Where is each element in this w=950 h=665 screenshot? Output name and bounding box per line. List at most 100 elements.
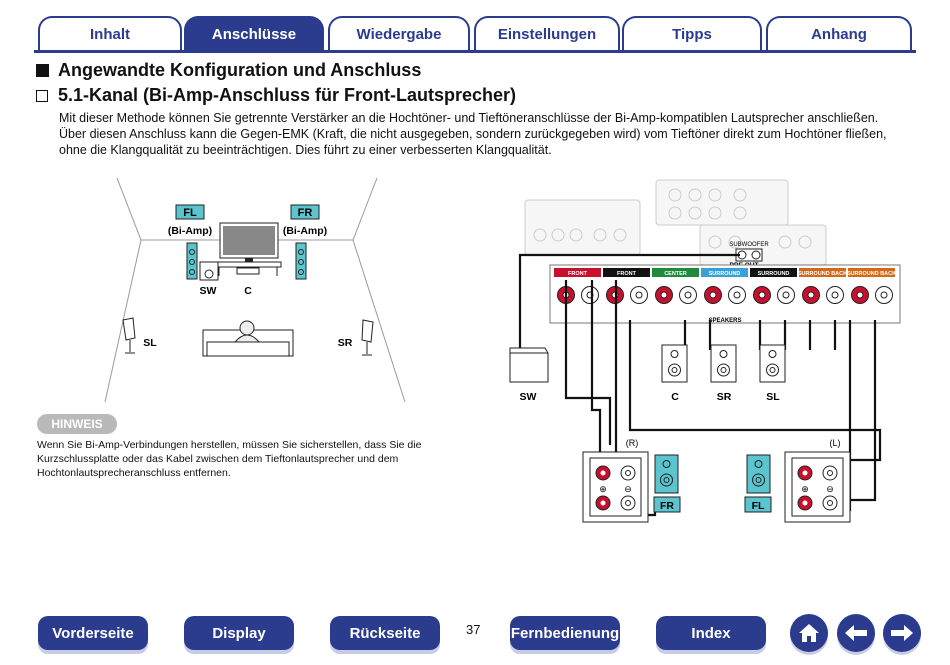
tab-bar: Inhalt Anschlüsse Wiedergabe Einstellung… [0,0,950,55]
button-label: Index [691,624,731,642]
tab-anschluesse[interactable]: Anschlüsse [184,16,324,50]
fr-speaker-icon [654,454,679,494]
c-label: C [671,391,679,403]
terminal-header-cell [701,268,748,277]
room-layout-diagram: FL FR (Bi-Amp) (Bi-Amp) SW C SL [104,177,406,403]
sr-label: SR [717,391,732,403]
terminal-header-cell [554,268,601,277]
fr-label: FR [298,207,313,219]
tab-underline [34,50,916,53]
button-label: Display [212,624,266,642]
fr-speaker-terminal-block [582,451,649,523]
note-badge-text: HINWEIS [51,417,103,431]
fl-speaker-icon [186,242,198,280]
terminal-screw [635,291,643,299]
tab-wiedergabe[interactable]: Wiedergabe [328,16,470,50]
terminal-header-label: SURROUND [709,271,741,277]
forward-button[interactable] [883,614,921,652]
tab-einstellungen[interactable]: Einstellungen [474,16,620,50]
paragraph-line: Über diesen Anschluss kann die Gegen-EMK… [59,127,887,141]
terminal-screw [856,291,864,299]
tv-icon [214,222,282,276]
button-label: Fernbedienung [510,624,620,642]
tab-inhalt[interactable]: Inhalt [38,16,182,50]
terminal-header-cell [652,268,699,277]
terminal-header-label: FRONT [568,271,588,277]
terminal-posts [557,286,893,304]
sofa-listener-icon [202,320,294,357]
center-speaker-icon [661,344,688,383]
terminal-screw [807,291,815,299]
minus-label: ⊖ [826,484,834,494]
tab-tipps[interactable]: Tipps [622,16,762,50]
home-button[interactable] [790,614,828,652]
speakers-label: SPEAKERS [708,318,741,324]
fr-label: FR [660,500,674,512]
fl-label: FL [752,500,765,512]
fl-label-box [175,204,205,220]
right-channel-label: (R) [626,438,639,448]
display-button[interactable]: Display [184,616,294,650]
sw-label: SW [200,285,217,297]
rueckseite-button[interactable]: Rückseite [330,616,440,650]
note-badge: HINWEIS [37,414,117,434]
c-label: C [244,285,252,297]
terminal-screw [831,291,839,299]
sw-label: SW [520,391,537,403]
tab-label: Wiedergabe [356,25,442,43]
subwoofer-icon [199,261,219,281]
terminal-screw [733,291,741,299]
vorderseite-button[interactable]: Vorderseite [38,616,148,650]
terminal-screw [660,291,668,299]
note-line: Hochtonlautsprecheranschluss entfernen. [37,467,231,479]
paragraph-line: Mit dieser Methode können Sie getrennte … [59,111,879,125]
terminal-header: FRONT FRONT CENTER SURROUND SURROUND SURROUND… [554,268,896,277]
subheading-text: 5.1-Kanal (Bi-Amp-Anschluss für Front-La… [58,85,517,105]
index-button[interactable]: Index [656,616,766,650]
minus-label: ⊖ [624,484,632,494]
tab-anhang[interactable]: Anhang [766,16,912,50]
arrow-left-icon [845,625,867,641]
subwoofer-cable [518,253,740,348]
terminal-header-label: SURROUND BACK [798,271,847,277]
tab-label: Anhang [811,25,867,43]
terminal-screw [709,291,717,299]
subwoofer-icon [509,347,549,383]
section-heading: Angewandte Konfiguration und Anschluss [36,60,421,81]
terminal-header-label: FRONT [617,271,637,277]
arrow-right-icon [891,625,913,641]
left-channel-label: (L) [830,438,841,448]
note-line: Wenn Sie Bi-Amp-Verbindungen herstellen,… [37,439,422,451]
fl-label-box [744,496,772,513]
terminal-screw [880,291,888,299]
receiver-rear-panel [524,179,827,266]
sr-speaker-icon [361,319,374,356]
square-bullet-icon [36,64,49,77]
button-label: Rückseite [349,624,421,642]
note-line: Kurzschlussplatte oder das Kabel zwische… [37,453,399,465]
plus-label: ⊕ [599,484,607,494]
back-button[interactable] [837,614,875,652]
terminal-header-cell [603,268,650,277]
sl-label: SL [766,391,780,403]
heading-text: Angewandte Konfiguration und Anschluss [58,60,422,80]
fl-speaker-terminal-block [784,451,851,523]
note-text: Wenn Sie Bi-Amp-Verbindungen herstellen,… [37,438,467,480]
terminal-header-label: CENTER [664,271,687,277]
terminal-screw [758,291,766,299]
terminal-header-cell [750,268,797,277]
plus-label: ⊕ [801,484,809,494]
tab-label: Tipps [672,25,712,43]
fr-speaker-icon [295,242,307,280]
terminal-header-cell [848,268,895,277]
body-paragraph: Mit dieser Methode können Sie getrennte … [59,110,929,158]
tab-label: Anschlüsse [211,25,297,43]
terminal-header-label: SURROUND [758,271,790,277]
terminal-screw [684,291,692,299]
fl-speaker-icon [746,454,771,494]
fl-label: FL [183,207,197,219]
subwoofer-jack [751,250,761,260]
fernbedienung-button[interactable]: Fernbedienung [510,616,620,650]
sl-speaker-icon [759,344,786,383]
tab-label: Inhalt [90,25,130,43]
